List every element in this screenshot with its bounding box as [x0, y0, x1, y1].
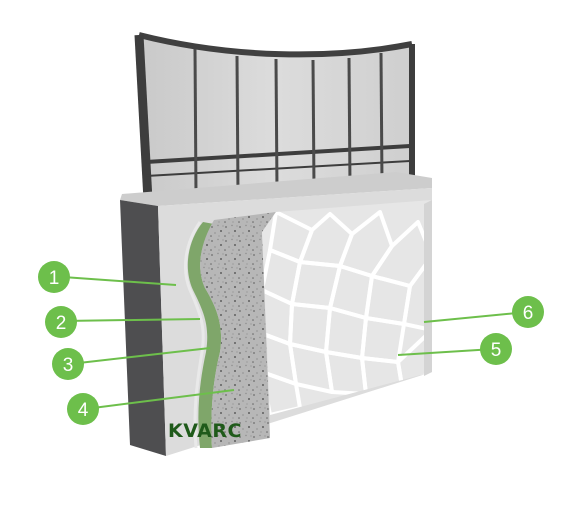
- leader-line-1: [62, 276, 177, 286]
- callout-3: 3: [52, 348, 84, 380]
- callout-6-label: 6: [523, 303, 534, 324]
- callout-4-label: 4: [78, 400, 89, 421]
- callout-5: 5: [480, 333, 512, 365]
- mesh-layer: [187, 222, 222, 448]
- callout-3-label: 3: [63, 355, 74, 376]
- brand-logo-text: KVARC: [168, 420, 242, 442]
- leader-line-2: [62, 318, 201, 322]
- callout-2: 2: [45, 306, 77, 338]
- window-frame: [134, 32, 415, 201]
- callout-5-label: 5: [491, 340, 502, 361]
- callout-6: 6: [512, 296, 544, 328]
- leader-line-4: [84, 389, 235, 410]
- callout-1: 1: [38, 261, 70, 293]
- callout-4: 4: [67, 393, 99, 425]
- adhesive-layer: [200, 212, 276, 448]
- leader-line-6: [423, 311, 528, 323]
- callout-1-label: 1: [49, 268, 60, 289]
- callout-2-label: 2: [56, 313, 67, 334]
- facade-layers: [183, 200, 432, 449]
- leader-line-3: [69, 347, 211, 365]
- leader-line-5: [397, 348, 495, 356]
- leader-lines: [62, 276, 528, 410]
